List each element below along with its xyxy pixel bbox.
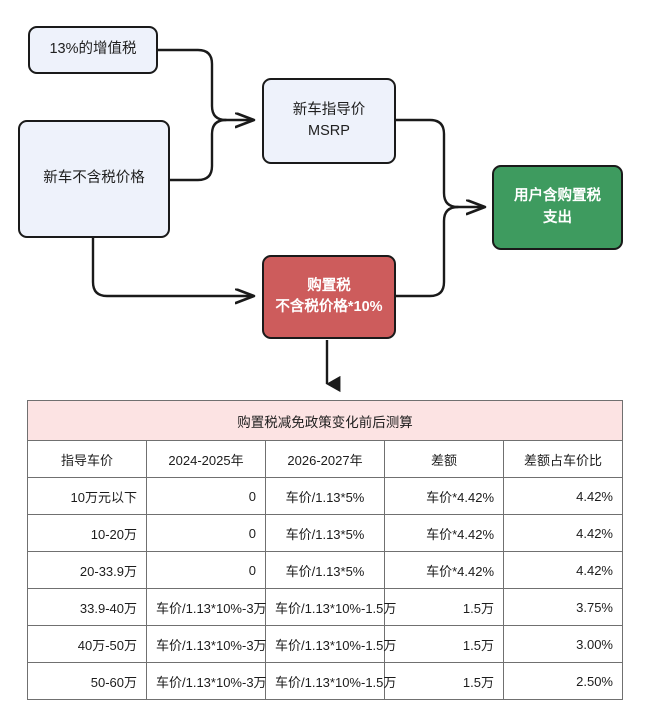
cell-difference: 1.5万 <box>384 625 504 663</box>
flowchart-connectors <box>91 48 650 393</box>
node-net-price[interactable]: 新车不含税价格 <box>18 120 170 238</box>
node-msrp[interactable]: 新车指导价 MSRP <box>262 78 396 164</box>
table-body: 10万元以下 0 车价/1.13*5% 车价*4.42% 4.42% 10-20… <box>27 477 623 700</box>
edge-purchase-to-output <box>394 205 460 298</box>
table-row: 10万元以下 0 车价/1.13*5% 车价*4.42% 4.42% <box>27 477 623 515</box>
cell-difference: 车价*4.42% <box>384 477 504 515</box>
cell-2024-2025: 0 <box>146 514 266 552</box>
edge-vat-to-msrp <box>156 48 253 120</box>
table-title-head: 购置税减免政策变化前后测算 <box>27 400 623 441</box>
table-title: 购置税减免政策变化前后测算 <box>27 400 623 441</box>
cell-price-range: 10万元以下 <box>27 477 147 515</box>
cell-2026-2027: 车价/1.13*5% <box>265 514 385 552</box>
cell-price-range: 10-20万 <box>27 514 147 552</box>
cell-diff-ratio: 2.50% <box>503 662 623 700</box>
cell-2026-2027: 车价/1.13*5% <box>265 477 385 515</box>
node-purchase-tax-line-2: 不含税价格*10% <box>275 299 383 315</box>
cell-2026-2027: 车价/1.13*5% <box>265 551 385 589</box>
table-header-row: 指导车价 2024-2025年 2026-2027年 差额 差额占车价比 <box>27 440 623 478</box>
calculation-table: 购置税减免政策变化前后测算 指导车价 2024-2025年 2026-2027年… <box>27 400 623 700</box>
cell-2026-2027: 车价/1.13*10%-1.5万 <box>265 588 396 626</box>
table-column-head: 指导车价 2024-2025年 2026-2027年 差额 差额占车价比 <box>27 440 623 478</box>
edge-netprice-to-purchase <box>91 236 253 296</box>
cell-difference: 车价*4.42% <box>384 514 504 552</box>
cell-diff-ratio: 4.42% <box>503 514 623 552</box>
table-row: 33.9-40万 车价/1.13*10%-3万 车价/1.13*10%-1.5万… <box>27 588 623 626</box>
node-user-expense-line-2: 支出 <box>543 209 572 226</box>
cell-diff-ratio: 4.42% <box>503 477 623 515</box>
table-title-row: 购置税减免政策变化前后测算 <box>27 400 623 441</box>
cell-2024-2025: 0 <box>146 551 266 589</box>
table-row: 10-20万 0 车价/1.13*5% 车价*4.42% 4.42% <box>27 514 623 552</box>
table-row: 40万-50万 车价/1.13*10%-3万 车价/1.13*10%-1.5万 … <box>27 625 623 663</box>
cell-2024-2025: 车价/1.13*10%-3万 <box>146 662 267 700</box>
cell-price-range: 40万-50万 <box>27 625 147 663</box>
column-header-2026-2027: 2026-2027年 <box>265 440 385 478</box>
edge-msrp-to-output <box>394 118 484 207</box>
cell-2026-2027: 车价/1.13*10%-1.5万 <box>265 662 396 700</box>
column-header-difference: 差额 <box>384 440 504 478</box>
cell-price-range: 33.9-40万 <box>27 588 147 626</box>
cell-diff-ratio: 4.42% <box>503 551 623 589</box>
node-user-expense[interactable]: 用户含购置税 支出 <box>492 165 623 250</box>
column-header-2024-2025: 2024-2025年 <box>146 440 266 478</box>
node-msrp-line-1: 新车指导价 <box>292 101 366 118</box>
cell-difference: 1.5万 <box>384 662 504 700</box>
node-net-price-line-1: 新车不含税价格 <box>43 170 145 187</box>
cell-2024-2025: 0 <box>146 477 266 515</box>
column-header-diff-ratio: 差额占车价比 <box>503 440 623 478</box>
node-purchase-tax[interactable]: 购置税 不含税价格*10% <box>262 255 396 339</box>
cell-difference: 1.5万 <box>384 588 504 626</box>
cell-price-range: 50-60万 <box>27 662 147 700</box>
cell-difference: 车价*4.42% <box>384 551 504 589</box>
column-header-price-range: 指导车价 <box>27 440 147 478</box>
cell-2024-2025: 车价/1.13*10%-3万 <box>146 625 267 663</box>
node-vat-line-1: 13%的增值税 <box>49 41 137 58</box>
cell-diff-ratio: 3.75% <box>503 588 623 626</box>
edge-netprice-to-msrp <box>168 118 228 182</box>
table-row: 50-60万 车价/1.13*10%-3万 车价/1.13*10%-1.5万 1… <box>27 662 623 700</box>
cell-diff-ratio: 3.00% <box>503 625 623 663</box>
node-msrp-line-2: MSRP <box>308 123 350 139</box>
node-purchase-tax-line-1: 购置税 <box>307 277 351 294</box>
cell-2026-2027: 车价/1.13*10%-1.5万 <box>265 625 396 663</box>
node-user-expense-line-1: 用户含购置税 <box>514 188 601 205</box>
cell-price-range: 20-33.9万 <box>27 551 147 589</box>
table-row: 20-33.9万 0 车价/1.13*5% 车价*4.42% 4.42% <box>27 551 623 589</box>
node-vat[interactable]: 13%的增值税 <box>28 26 158 74</box>
cell-2024-2025: 车价/1.13*10%-3万 <box>146 588 267 626</box>
